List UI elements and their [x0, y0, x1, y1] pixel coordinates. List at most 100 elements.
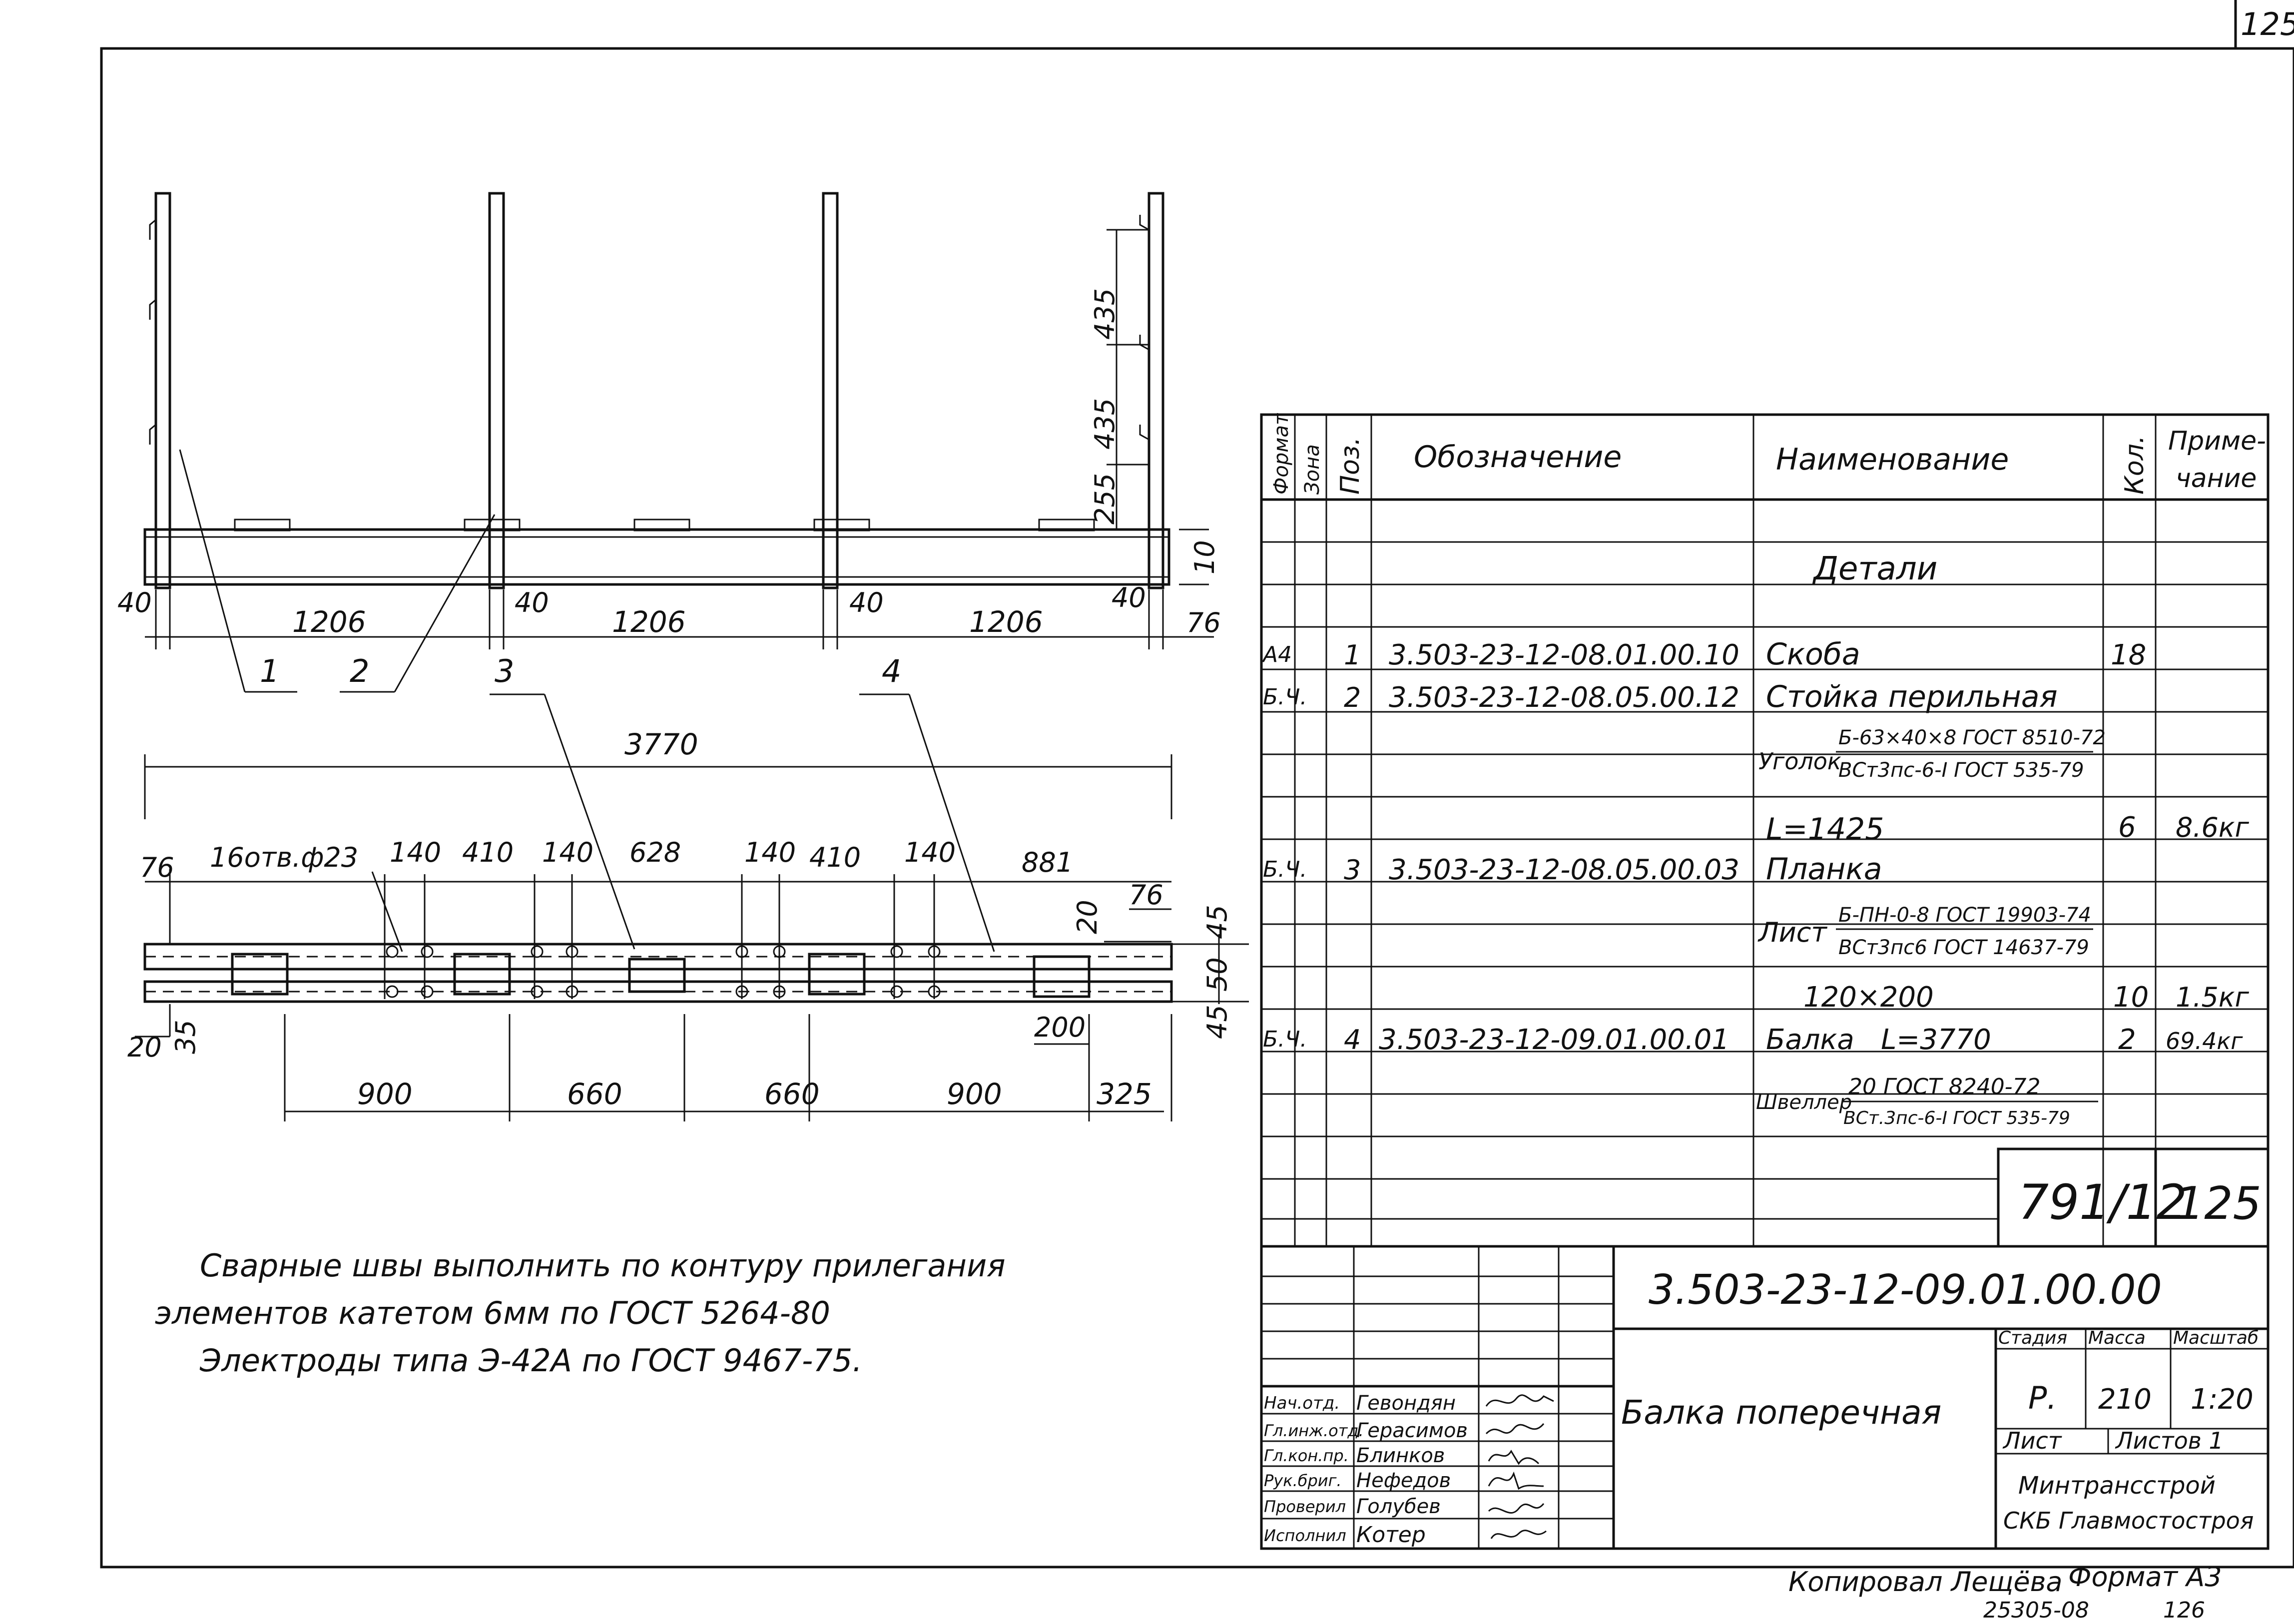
- hdr-note-1: Приме-: [2168, 426, 2266, 456]
- dim-881: 881: [1022, 847, 1073, 878]
- row3-designation: 3.503-23-12-08.05.00.03: [1389, 854, 1739, 886]
- row-plate-note: 1.5кг: [2176, 982, 2249, 1013]
- stage-label: Стадия: [1998, 1328, 2067, 1348]
- dim-410-b: 410: [809, 842, 861, 873]
- drawing-frame: [100, 47, 2294, 1569]
- railing-post: [822, 192, 839, 589]
- dim-660-a: 660: [567, 1077, 622, 1111]
- callout-2: 2: [350, 653, 369, 689]
- elevation-plate: [633, 519, 690, 532]
- dim-1206-b: 1206: [612, 605, 686, 639]
- elevation-plate: [1038, 519, 1095, 532]
- dim-20-top: 20: [1072, 900, 1103, 934]
- callout-4: 4: [882, 653, 901, 689]
- title-block: 3.503-23-12-09.01.00.00 Балка поперечная…: [1260, 1245, 2270, 1550]
- elevation-plate: [234, 519, 291, 532]
- dim-76-plan-right: 76: [1129, 879, 1163, 911]
- footer: Копировал Лещёва Формат А3 25305-08 126: [1788, 1561, 2222, 1623]
- plan-plate: [1033, 955, 1091, 998]
- row4-note: 69.4кг: [2166, 1028, 2243, 1055]
- dim-140-a: 140: [390, 837, 441, 868]
- copied-by: Копировал Лещёва: [1788, 1566, 2063, 1598]
- dim-435-top: 435: [1089, 288, 1121, 340]
- role-6: Исполнил: [1264, 1526, 1346, 1545]
- angle-fraction-bottom: ВСт3пс-6-I ГОСТ 535-79: [1838, 759, 2084, 782]
- inv-page: 125: [2176, 1177, 2262, 1230]
- section-title: Детали: [1812, 550, 1937, 587]
- dim-45-bottom: 45: [1201, 1005, 1233, 1039]
- mass-value: 210: [2098, 1383, 2152, 1416]
- row3-format: Б.Ч.: [1263, 857, 1307, 882]
- sheet-label: Лист: [1757, 917, 1827, 948]
- role-1: Нач.отд.: [1264, 1393, 1340, 1413]
- inv-number: 791/12: [2018, 1174, 2187, 1230]
- row2-pos: 2: [1344, 682, 1361, 713]
- callout-1: 1: [260, 653, 279, 689]
- railing-post: [154, 192, 171, 589]
- dim-900-b: 900: [947, 1077, 1002, 1111]
- dim-76-left: 76: [140, 852, 174, 883]
- name-3: Блинков: [1356, 1444, 1445, 1467]
- dim-628: 628: [629, 837, 681, 868]
- plan-plate: [453, 953, 511, 996]
- dim-35: 35: [170, 1020, 201, 1054]
- hdr-zone: Зона: [1301, 444, 1324, 495]
- dim-140-b: 140: [542, 837, 593, 868]
- bolt-holes: [386, 945, 941, 998]
- role-5: Проверил: [1264, 1497, 1346, 1516]
- row-length: L=1425: [1766, 812, 1884, 847]
- channel-label: Швеллер: [1756, 1091, 1852, 1114]
- row1-format: А4: [1261, 642, 1292, 667]
- channel-fraction-top: 20 ГОСТ 8240-72: [1848, 1074, 2041, 1099]
- row-plate-size: 120×200: [1803, 981, 1934, 1014]
- spec-table: Формат Зона Поз. Обозначение Наименовани…: [1260, 413, 2270, 1248]
- note-line-2: элементов катетом 6мм по ГОСТ 5264-80: [155, 1295, 830, 1331]
- holes-note: 16отв.ф23: [210, 842, 358, 873]
- name-5: Голубев: [1356, 1495, 1441, 1518]
- dim-40-a: 40: [515, 587, 549, 618]
- name-1: Гевондян: [1356, 1392, 1456, 1415]
- org-line-1: Минтрансстрой: [2018, 1472, 2216, 1500]
- dim-325: 325: [1097, 1077, 1152, 1111]
- row3-pos: 3: [1344, 854, 1361, 886]
- dim-10: 10: [1189, 540, 1220, 574]
- dim-45-top: 45: [1201, 905, 1233, 939]
- row2-designation: 3.503-23-12-08.05.00.12: [1389, 681, 1739, 714]
- row1-qty: 18: [2111, 639, 2146, 671]
- dim-50: 50: [1201, 957, 1233, 992]
- hdr-pos: Поз.: [1335, 437, 1365, 495]
- dim-3770: 3770: [624, 727, 698, 761]
- sheet-fraction-top: Б-ПН-0-8 ГОСТ 19903-74: [1838, 904, 2091, 927]
- drawing-code: 3.503-23-12-09.01.00.00: [1649, 1266, 2162, 1314]
- format-label: Формат А3: [2068, 1561, 2222, 1593]
- hdr-note-2: чание: [2176, 464, 2257, 494]
- row-plate-qty: 10: [2113, 981, 2149, 1014]
- row4-pos: 4: [1344, 1024, 1361, 1056]
- plan-plate: [808, 953, 866, 996]
- role-3: Гл.кон.пр.: [1264, 1446, 1349, 1465]
- elevation-view: 435 435 255 10 40 1206 40 1206 40 1206 4…: [117, 192, 1221, 693]
- plan-view: 3 4 3770 76 16отв.ф23 140 410 140 628 14…: [127, 653, 1249, 1121]
- footer-page: 126: [2163, 1598, 2205, 1623]
- sheet-label-tb: Лист: [2002, 1427, 2062, 1454]
- dim-200: 200: [1034, 1012, 1086, 1043]
- plan-plate: [231, 953, 289, 996]
- row1-designation: 3.503-23-12-08.01.00.10: [1389, 639, 1739, 671]
- dim-255: 255: [1089, 473, 1121, 525]
- row3-name: Планка: [1766, 852, 1882, 887]
- dim-1206-a: 1206: [292, 605, 366, 639]
- elevation-beam: [143, 528, 1170, 586]
- dim-40-left: 40: [117, 587, 152, 618]
- stage-value: Р.: [2028, 1380, 2057, 1416]
- archive-stamp: 25305-08: [1983, 1598, 2089, 1623]
- note-line-1: Сварные швы выполнить по контуру прилега…: [200, 1247, 1006, 1284]
- scale-value: 1:20: [2191, 1383, 2254, 1416]
- dim-140-c: 140: [744, 837, 796, 868]
- corner-sheet-number: 125: [2241, 6, 2294, 42]
- railing-post: [1147, 192, 1164, 589]
- name-4: Нефедов: [1356, 1469, 1451, 1492]
- hdr-name: Наименование: [1776, 442, 2009, 477]
- dim-76-right: 76: [1186, 607, 1221, 638]
- role-4: Рук.бриг.: [1264, 1471, 1342, 1490]
- signatures: [1485, 1394, 1554, 1539]
